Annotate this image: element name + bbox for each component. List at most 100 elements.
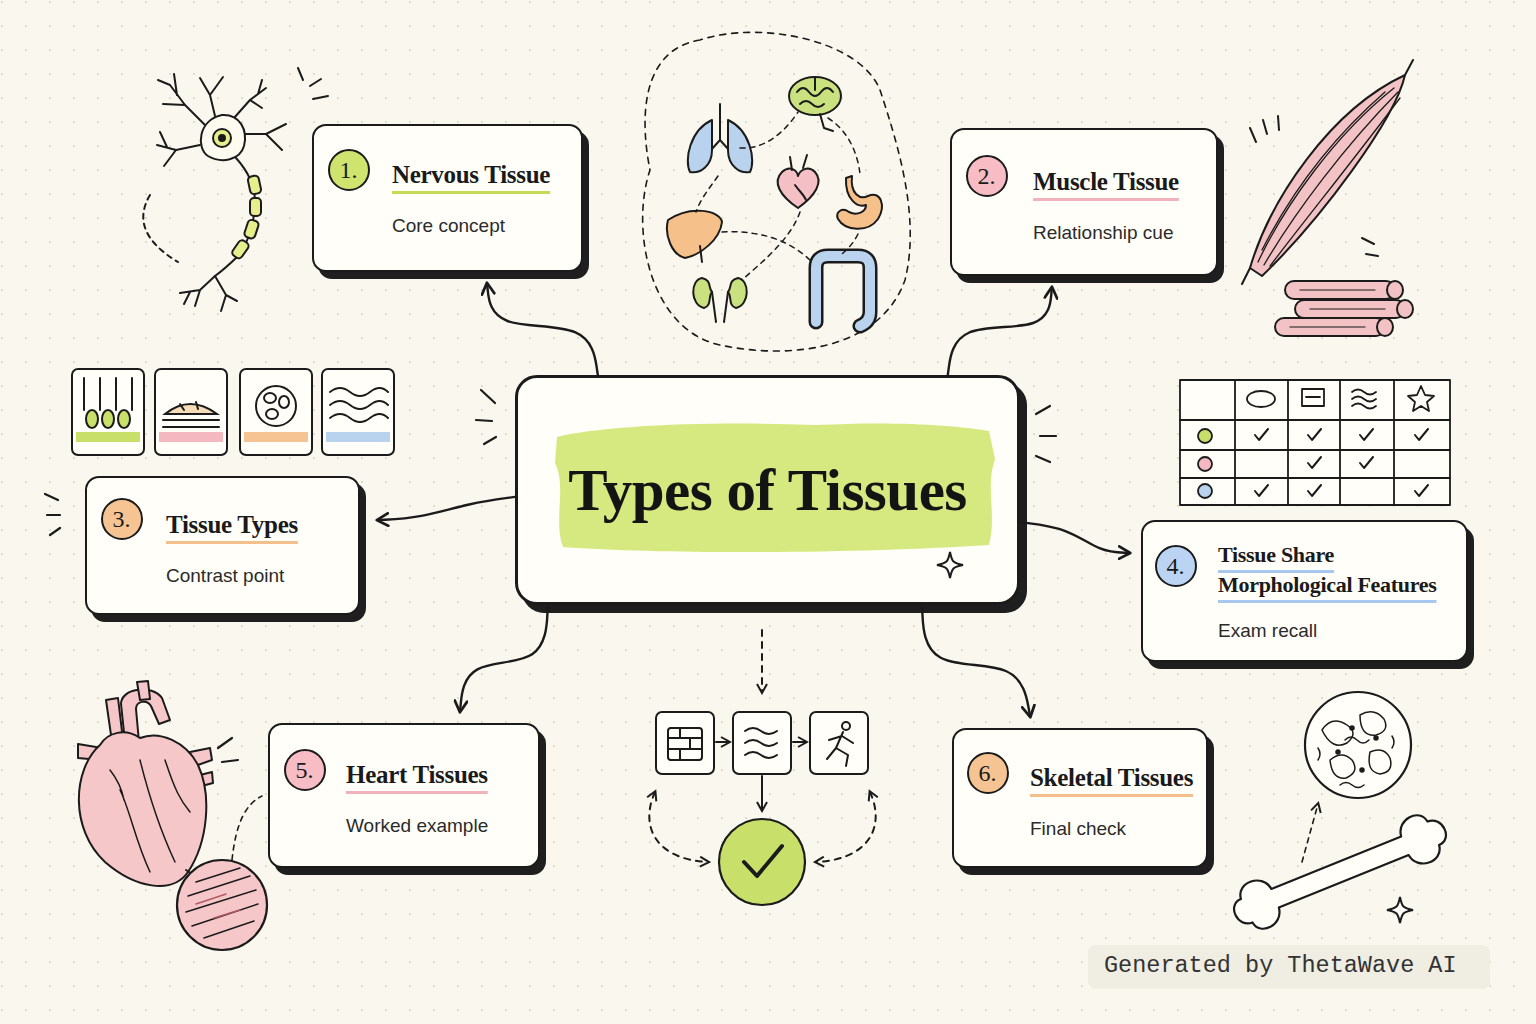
emphasis-ticks bbox=[218, 738, 238, 762]
organ-links bbox=[696, 112, 860, 280]
bone-illustration bbox=[1318, 712, 1394, 788]
liver-icon bbox=[667, 211, 722, 262]
bone-illustration bbox=[1305, 692, 1411, 798]
process-flow bbox=[716, 741, 729, 743]
topic-box: 3.Tissue TypesContrast point bbox=[85, 476, 360, 615]
branch-arrow bbox=[922, 605, 1030, 716]
highlight-brush bbox=[555, 423, 995, 552]
bone-illustration bbox=[1226, 692, 1454, 937]
branch-arrow bbox=[460, 605, 548, 711]
neuron-illustration bbox=[143, 195, 178, 262]
diagram-title: Types of Tissues bbox=[568, 457, 967, 523]
organ-links bbox=[740, 112, 798, 148]
emphasis-ticks bbox=[1036, 406, 1056, 462]
process-flow bbox=[744, 846, 782, 876]
bone-illustration bbox=[1350, 726, 1354, 730]
neuron-illustration bbox=[219, 135, 225, 141]
emphasis-ticks bbox=[476, 390, 496, 444]
kidneys-icon bbox=[693, 278, 747, 322]
process-flow bbox=[649, 630, 875, 905]
muscle-illustration bbox=[1242, 60, 1413, 336]
muscle-illustration bbox=[1250, 75, 1405, 276]
branch-arrow bbox=[487, 284, 598, 375]
neuron-illustration bbox=[250, 198, 261, 216]
tissue-icons bbox=[264, 393, 276, 403]
process-flow bbox=[668, 728, 702, 760]
process-flow bbox=[761, 630, 763, 692]
heart-illustration bbox=[79, 732, 206, 886]
tissue-icons bbox=[266, 409, 278, 419]
fiber-bundle bbox=[1290, 290, 1385, 327]
topic-subtitle: Core concept bbox=[392, 214, 571, 238]
sparkle bbox=[1387, 897, 1413, 923]
branch-arrow bbox=[378, 497, 515, 520]
intestine-icon bbox=[816, 256, 870, 326]
bone-illustration bbox=[1226, 807, 1454, 938]
topic-subtitle: Exam recall bbox=[1218, 619, 1456, 643]
tissue-icons bbox=[244, 432, 308, 442]
neuron-illustration bbox=[200, 77, 223, 116]
callout-number: 4. bbox=[1155, 545, 1197, 587]
feature-table bbox=[1302, 389, 1324, 406]
tissue-icons bbox=[155, 369, 227, 455]
feature-table bbox=[1198, 457, 1212, 471]
watermark: Generated by ThetaWave AI bbox=[1104, 952, 1457, 980]
neuron-illustration bbox=[244, 124, 286, 150]
feature-table bbox=[1352, 390, 1376, 409]
heart-illustration bbox=[232, 796, 262, 860]
fiber-bundle bbox=[1275, 281, 1413, 336]
tissue-icons bbox=[72, 369, 144, 455]
sparkle bbox=[1387, 897, 1413, 923]
callout-number: 1. bbox=[328, 149, 370, 191]
feature-table bbox=[1198, 484, 1212, 498]
process-flow bbox=[842, 722, 850, 730]
topic-box: 1.Nervous TissueCore concept bbox=[312, 124, 583, 272]
watermark-plate bbox=[1088, 945, 1490, 989]
neuron-illustration bbox=[143, 68, 328, 311]
callout-number: 5. bbox=[284, 749, 326, 791]
tissue-icons bbox=[159, 432, 223, 442]
feature-table bbox=[1235, 380, 1394, 505]
topic-box: 5.Heart TissuesWorked example bbox=[268, 723, 540, 868]
check-mark bbox=[1255, 485, 1428, 496]
tissue-icons bbox=[163, 402, 219, 427]
organ-links bbox=[828, 118, 860, 174]
topic-title: Tissue Share Morphological Features bbox=[1218, 540, 1454, 600]
intestine-icon bbox=[816, 256, 870, 326]
organ-cluster bbox=[643, 32, 911, 351]
neuron-illustration bbox=[231, 239, 250, 260]
brain-icon bbox=[797, 78, 833, 107]
topic-box: 4. Tissue Share Morphological FeaturesExa… bbox=[1141, 520, 1468, 662]
tissue-icons bbox=[322, 369, 394, 455]
callout-number: 3. bbox=[113, 507, 131, 531]
process-flow bbox=[827, 732, 853, 766]
branch-arrow bbox=[948, 288, 1052, 375]
process-flow bbox=[793, 741, 806, 743]
process-flow bbox=[745, 728, 777, 758]
process-flow bbox=[719, 819, 805, 905]
lungs-icon bbox=[688, 104, 752, 172]
topic-title: Heart Tissues bbox=[346, 760, 528, 790]
neuron-illustration bbox=[158, 74, 205, 125]
neuron-illustration bbox=[243, 219, 259, 240]
fiber-bundle bbox=[1397, 300, 1413, 318]
kidneys-icon bbox=[728, 278, 747, 308]
process-flow bbox=[810, 712, 868, 774]
tissue-icons bbox=[118, 410, 130, 428]
brain-icon bbox=[820, 114, 833, 131]
callout-number: 3. bbox=[101, 498, 143, 540]
organ-links bbox=[696, 176, 718, 212]
liver-icon bbox=[667, 211, 722, 258]
check-mark bbox=[1255, 429, 1428, 440]
feature-table bbox=[1198, 429, 1212, 443]
topic-title: Muscle Tissue bbox=[1033, 167, 1206, 197]
tissue-icons bbox=[330, 388, 388, 422]
neuron-illustration bbox=[298, 68, 328, 99]
tissue-icons bbox=[102, 410, 114, 428]
tissue-icons bbox=[76, 432, 140, 442]
topic-subtitle: Relationship cue bbox=[1033, 221, 1206, 245]
fiber-bundle bbox=[1377, 318, 1393, 336]
check-mark bbox=[1308, 457, 1373, 468]
